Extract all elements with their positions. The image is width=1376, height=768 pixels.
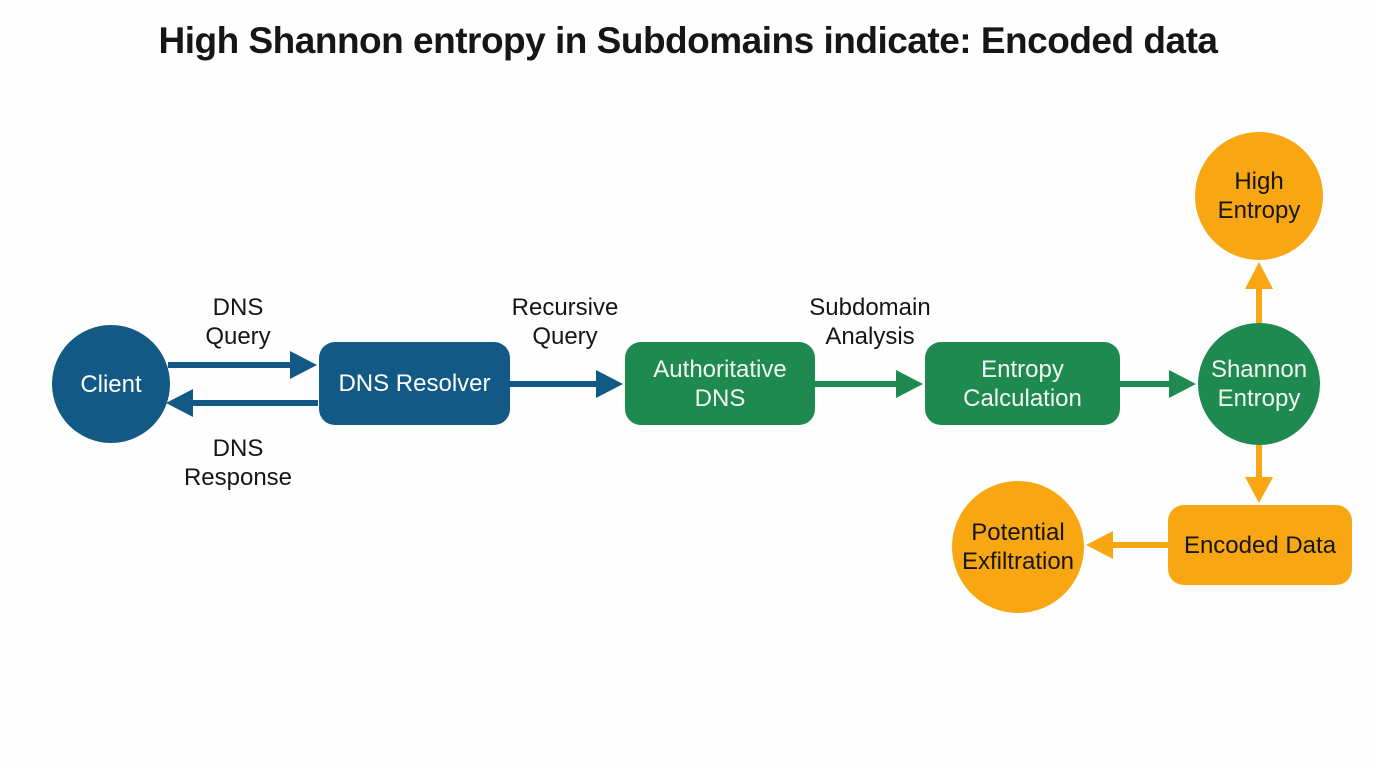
node-dns-resolver-label: DNS Resolver [338,370,491,397]
diagram-title: High Shannon entropy in Subdomains indic… [158,20,1218,61]
node-potential-exfiltration-label: Potential Exfiltration [961,519,1075,575]
node-high-entropy-label: High Entropy [1217,168,1301,224]
edge-label-dns-query: DNS Query [205,294,271,350]
node-encoded-data: Encoded Data [1168,505,1352,585]
node-high-entropy: High Entropy [1195,132,1323,260]
arrow-subdomain-analysis [815,370,923,398]
node-encoded-data-label: Encoded Data [1183,531,1337,559]
arrow-encoded-to-exfiltration [1086,531,1168,559]
edge-label-dns-response: DNS Response [183,435,293,491]
node-authoritative-dns-label: Authoritative DNS [653,355,787,412]
node-authoritative-dns: Authoritative DNS [625,342,815,425]
node-client: Client [52,325,170,443]
arrow-dns-response [166,389,318,417]
node-shannon-entropy: Shannon Entropy [1198,323,1320,445]
node-entropy-calculation: Entropy Calculation [925,342,1120,425]
node-potential-exfiltration: Potential Exfiltration [952,481,1084,613]
arrow-shannon-to-encoded-data [1245,445,1273,503]
arrow-shannon-to-high-entropy [1245,262,1273,323]
node-dns-resolver: DNS Resolver [319,342,510,425]
node-shannon-entropy-label: Shannon Entropy [1210,356,1308,412]
arrow-recursive-query [510,370,623,398]
arrow-dns-query [168,351,317,379]
edge-label-recursive-query: Recursive Query [511,294,619,350]
arrow-entropy-to-shannon [1120,370,1196,398]
node-client-label: Client [80,370,142,398]
node-entropy-calculation-label: Entropy Calculation [963,355,1082,412]
edge-label-subdomain-analysis: Subdomain Analysis [809,294,931,350]
